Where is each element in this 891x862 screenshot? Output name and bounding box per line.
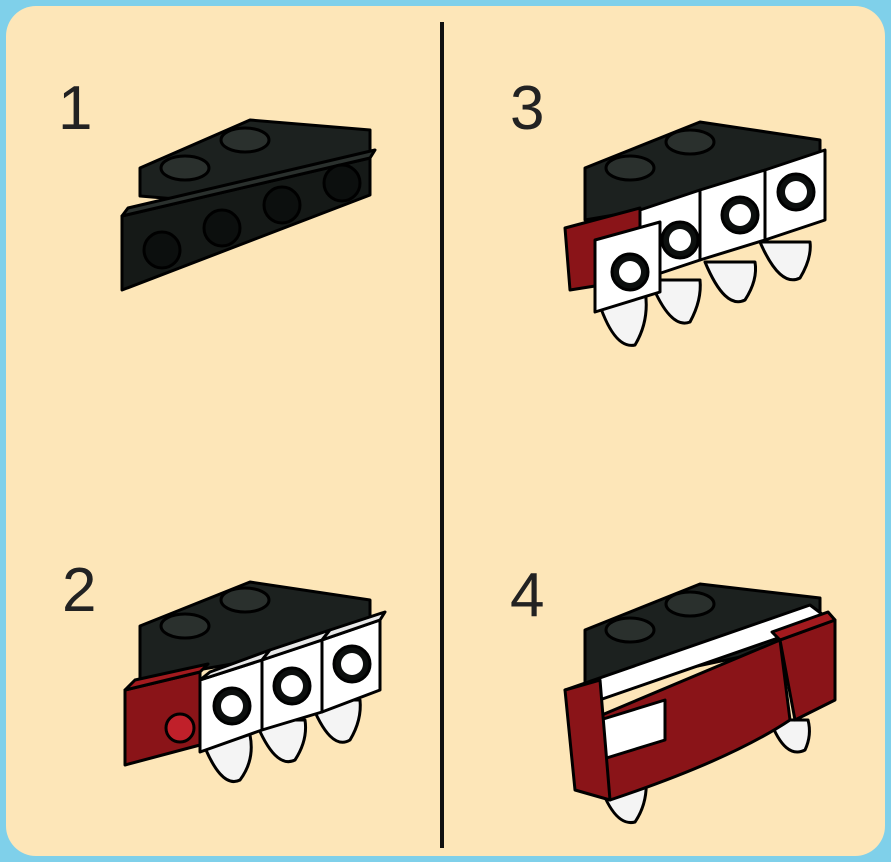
step-4-assembly [0, 0, 891, 862]
